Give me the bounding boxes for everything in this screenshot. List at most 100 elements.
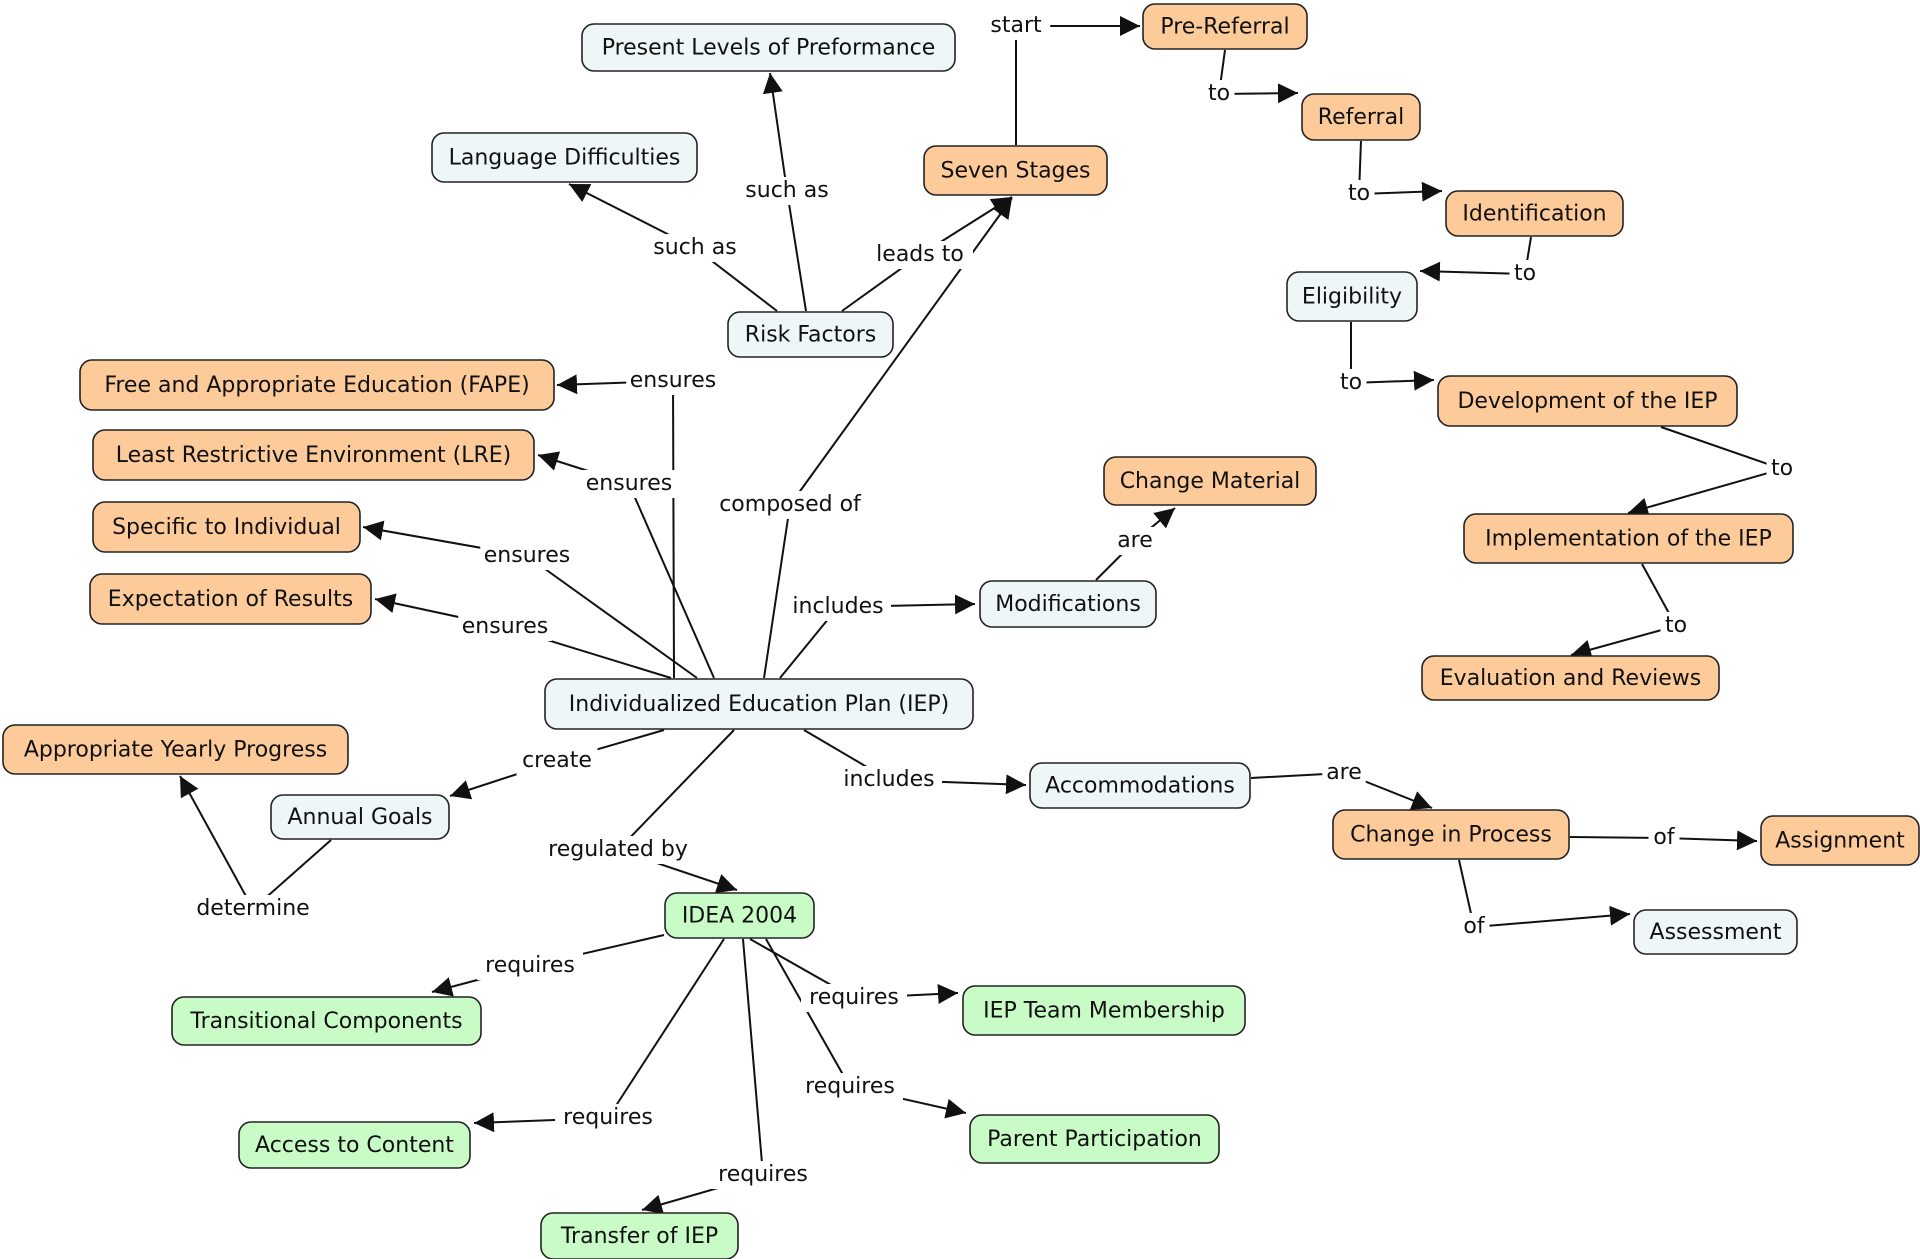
edge-arrow-development-to-implementation — [1627, 468, 1783, 518]
edge-label-change_process-to-assignment: of — [1648, 824, 1680, 852]
node-label: Free and Appropriate Education (FAPE) — [104, 373, 529, 398]
node-annual-goals[interactable]: Annual Goals — [270, 794, 450, 840]
edge-label-accommodations-to-change_process: are — [1322, 759, 1366, 787]
node-label: Present Levels of Preformance — [602, 36, 936, 61]
edge-label-risk-to-present_levels: such as — [740, 177, 834, 205]
edge-label-background — [193, 895, 313, 923]
node-transitional-components[interactable]: Transitional Components — [171, 996, 482, 1046]
edge-label-background — [740, 177, 834, 205]
node-development-of-the-iep[interactable]: Development of the IEP — [1437, 375, 1738, 427]
edge-label-text: ensures — [484, 543, 570, 568]
node-label: Assessment — [1650, 920, 1782, 945]
node-idea-2004[interactable]: IDEA 2004 — [664, 892, 815, 939]
edge-label-background — [516, 747, 598, 775]
edge-label-background — [1509, 260, 1541, 288]
node-box — [1301, 93, 1421, 141]
node-present-levels-of-preformance[interactable]: Present Levels of Preformance — [581, 23, 956, 72]
edge-label-text: create — [522, 748, 592, 773]
edge-label-iep-to-specific: ensures — [480, 542, 574, 570]
node-label: Annual Goals — [287, 805, 432, 830]
node-label: Parent Participation — [987, 1127, 1202, 1152]
node-language-difficulties[interactable]: Language Difficulties — [431, 132, 698, 183]
node-parent-participation[interactable]: Parent Participation — [969, 1114, 1220, 1164]
edge-label-iep-to-accommodations: includes — [836, 766, 942, 794]
edge-label-idea-to-transitional: requires — [477, 952, 583, 980]
node-box — [238, 1121, 471, 1169]
node-label: IEP Team Membership — [983, 999, 1225, 1024]
node-assessment[interactable]: Assessment — [1633, 909, 1798, 955]
node-change-in-process[interactable]: Change in Process — [1332, 809, 1570, 860]
node-box — [270, 794, 450, 840]
node-seven-stages[interactable]: Seven Stages — [923, 145, 1108, 196]
edge-label-background — [785, 593, 891, 621]
edge-label-annual_goals-to-ayp: determine — [193, 895, 313, 923]
node-implementation-of-the-iep[interactable]: Implementation of the IEP — [1463, 513, 1794, 564]
edge-label-background — [540, 836, 696, 864]
node-appropriate-yearly-progress[interactable]: Appropriate Yearly Progress — [2, 724, 349, 775]
edge-label-text: such as — [653, 235, 736, 260]
edge-label-text: are — [1326, 760, 1362, 785]
edge-label-text: leads to — [876, 242, 964, 267]
node-box — [1421, 655, 1720, 701]
edge-label-referral-to-identification: to — [1343, 180, 1375, 208]
edge-label-text: composed of — [719, 492, 862, 517]
node-label: Change Material — [1120, 469, 1301, 494]
node-least-restrictive-environment-lre[interactable]: Least Restrictive Environment (LRE) — [92, 429, 535, 481]
node-free-and-appropriate-education-fape[interactable]: Free and Appropriate Education (FAPE) — [79, 359, 555, 411]
edge-label-background — [1203, 80, 1235, 108]
node-box — [79, 359, 555, 411]
node-transfer-of-iep[interactable]: Transfer of IEP — [540, 1212, 739, 1259]
edge-label-iep-to-annual_goals: create — [516, 747, 598, 775]
edge-label-modifications-to-change_material: are — [1113, 527, 1157, 555]
node-identification[interactable]: Identification — [1445, 190, 1624, 237]
node-box — [1029, 762, 1251, 809]
node-iep-team-membership[interactable]: IEP Team Membership — [962, 985, 1246, 1036]
node-evaluation-and-reviews[interactable]: Evaluation and Reviews — [1421, 655, 1720, 701]
edge-label-text: ensures — [586, 471, 672, 496]
node-box — [1103, 456, 1317, 506]
node-expectation-of-results[interactable]: Expectation of Results — [89, 573, 372, 625]
edge-label-background — [1766, 455, 1798, 483]
edge-label-development-to-implementation: to — [1766, 455, 1798, 483]
node-label: Specific to Individual — [112, 515, 341, 540]
edge-label-background — [1458, 913, 1490, 941]
edge-label-text: requires — [805, 1074, 895, 1099]
node-box — [431, 132, 698, 183]
node-eligibility[interactable]: Eligibility — [1286, 271, 1418, 322]
node-risk-factors[interactable]: Risk Factors — [727, 311, 894, 358]
edge-label-idea-to-parent: requires — [797, 1073, 903, 1101]
node-label: Modifications — [995, 592, 1141, 617]
node-modifications[interactable]: Modifications — [979, 580, 1157, 628]
edge-label-text: includes — [843, 767, 934, 792]
edge-label-background — [718, 491, 862, 519]
node-box — [89, 573, 372, 625]
edge-label-text: determine — [196, 896, 309, 921]
edge-label-text: requires — [718, 1162, 808, 1187]
node-accommodations[interactable]: Accommodations — [1029, 762, 1251, 809]
node-individualized-education-plan-iep[interactable]: Individualized Education Plan (IEP) — [544, 678, 974, 730]
edge-label-background — [555, 1104, 661, 1132]
node-access-to-content[interactable]: Access to Content — [238, 1121, 471, 1169]
node-label: Transfer of IEP — [560, 1224, 718, 1249]
node-label: Assignment — [1775, 829, 1905, 854]
node-label: Referral — [1318, 105, 1404, 130]
node-box — [540, 1212, 739, 1259]
node-assignment[interactable]: Assignment — [1760, 815, 1920, 866]
node-box — [581, 23, 956, 72]
node-box — [1437, 375, 1738, 427]
edge-label-idea-to-team: requires — [801, 984, 907, 1012]
edge-line-idea-to-access — [607, 938, 725, 1119]
node-referral[interactable]: Referral — [1301, 93, 1421, 141]
edge-label-text: to — [1208, 81, 1230, 106]
edge-arrow-iep-to-seven — [789, 197, 1013, 506]
edge-label-background — [1660, 612, 1692, 640]
node-pre-referral[interactable]: Pre-Referral — [1142, 3, 1308, 50]
edge-label-text: ensures — [630, 368, 716, 393]
node-change-material[interactable]: Change Material — [1103, 456, 1317, 506]
edge-label-text: are — [1117, 528, 1153, 553]
edge-label-text: such as — [745, 178, 828, 203]
edge-arrow-identification-to-eligibility — [1419, 261, 1526, 282]
edge-label-background — [1648, 824, 1680, 852]
node-label: Development of the IEP — [1457, 389, 1717, 414]
node-specific-to-individual[interactable]: Specific to Individual — [92, 501, 361, 553]
